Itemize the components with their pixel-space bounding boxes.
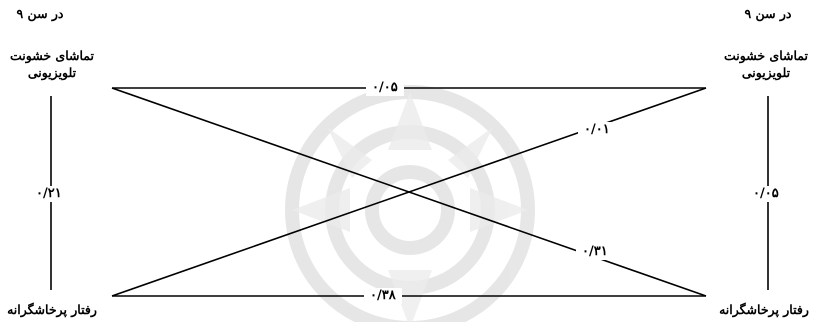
right-aggression-label: رفتار پرخاشگرانه bbox=[711, 302, 817, 319]
left-aggression-label: رفتار پرخاشگرانه bbox=[0, 302, 104, 319]
coef-left-vertical: ۰/۲۱ bbox=[30, 186, 68, 202]
left-tv-violence-line-1: تماشای خشونت bbox=[2, 48, 102, 65]
left-tv-violence-label: تماشای خشونت تلویزیونی bbox=[2, 48, 102, 82]
coef-diagonal-down: ۰/۳۱ bbox=[576, 244, 614, 260]
right-age-label: در سن ۹ bbox=[733, 6, 803, 23]
right-tv-violence-line-1: تماشای خشونت bbox=[716, 48, 816, 65]
right-tv-violence-line-2: تلویزیونی bbox=[716, 65, 816, 82]
coef-bottom-horizontal: ۰/۳۸ bbox=[364, 288, 402, 304]
coef-right-vertical: ۰/۰۵ bbox=[747, 186, 785, 202]
left-tv-violence-line-2: تلویزیونی bbox=[2, 65, 102, 82]
coef-diagonal-up: ۰/۰۱ bbox=[578, 122, 616, 138]
coef-top-horizontal: ۰/۰۵ bbox=[366, 80, 404, 96]
right-tv-violence-label: تماشای خشونت تلویزیونی bbox=[716, 48, 816, 82]
left-age-label: در سن ۹ bbox=[10, 6, 70, 23]
